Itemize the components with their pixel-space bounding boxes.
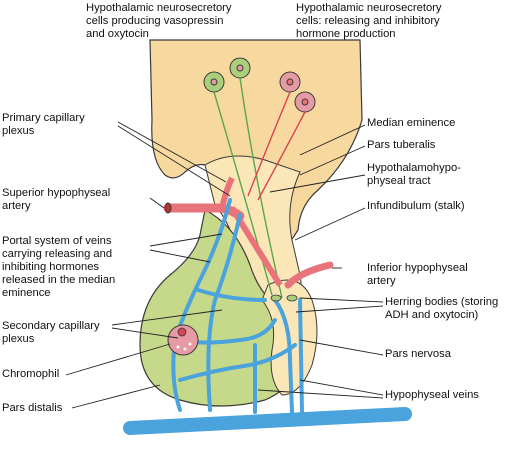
chromophil-cell <box>167 324 199 356</box>
label-chromophil: Chromophil <box>2 368 60 380</box>
label-median-eminence: Median eminence <box>367 117 456 129</box>
hypophyseal-vein-trunk <box>123 407 412 435</box>
label-top-left: Hypothalamic neurosecretory cells produc… <box>86 2 232 40</box>
label-herring-bodies: Herring bodies (storing ADH and oxytocin… <box>385 296 499 321</box>
inferior-hypophyseal-artery <box>284 261 334 289</box>
label-infundibulum: Infundibulum (stalk) <box>367 200 465 212</box>
label-inferior-artery: Inferior hypophyseal artery <box>367 262 468 287</box>
label-hypothalamo-tract: Hypothalamohypo- physeal tract <box>367 162 461 187</box>
label-pars-distalis: Pars distalis <box>2 402 63 414</box>
axon-tract <box>213 77 306 299</box>
label-portal-system: Portal system of veins carrying releasin… <box>2 235 116 299</box>
label-pars-nervosa: Pars nervosa <box>385 348 451 360</box>
herring-bodies <box>270 294 298 302</box>
label-secondary-capillary: Secondary capillary plexus <box>2 320 100 345</box>
label-primary-capillary: Primary capillary plexus <box>2 112 85 137</box>
label-top-right: Hypothalamic neurosecretory cells: relea… <box>296 2 442 40</box>
label-pars-tuberalis: Pars tuberalis <box>367 139 436 151</box>
leader-lines <box>65 121 384 409</box>
label-hypophyseal-veins: Hypophyseal veins <box>385 389 479 401</box>
neuron-cells <box>203 57 316 113</box>
label-superior-artery: Superior hypophyseal artery <box>2 187 111 212</box>
